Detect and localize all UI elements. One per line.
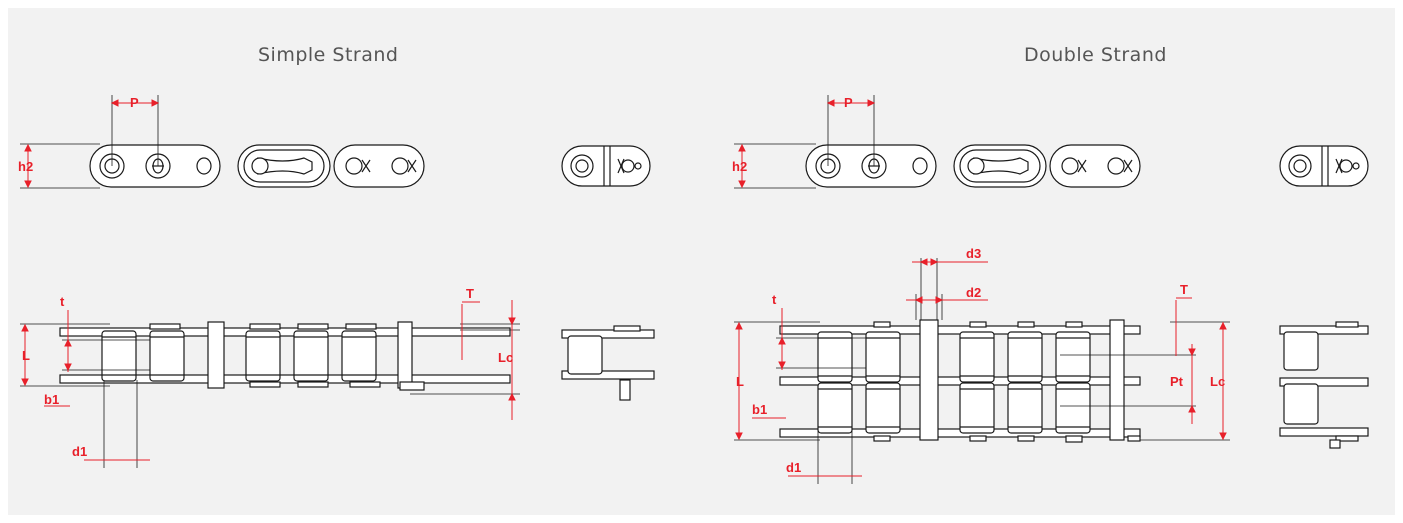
double-Pt-label: Pt [1170, 374, 1184, 389]
double-end-plan-view [1279, 321, 1369, 449]
simple-L-label: L [22, 348, 30, 363]
double-Lc-label: Lc [1210, 374, 1225, 389]
simple-end-view [561, 145, 651, 187]
double-b1-label: b1 [752, 402, 767, 417]
double-t-label: t [772, 292, 777, 307]
double-strand-title: Double Strand [1024, 44, 1167, 66]
simple-end-plan-view [561, 325, 655, 401]
simple-side-view [89, 144, 425, 188]
double-side-view [805, 144, 1141, 188]
simple-strand-title: Simple Strand [258, 44, 399, 66]
double-L-label: L [736, 374, 744, 389]
double-d2-label: d2 [966, 285, 981, 300]
simple-h2-label: h2 [18, 159, 33, 174]
simple-t-label: t [60, 294, 65, 309]
double-end-view [1279, 145, 1369, 187]
drawing-panel [8, 8, 1395, 515]
simple-b1-label: b1 [44, 392, 59, 407]
double-d1-label: d1 [786, 460, 801, 475]
simple-Lc-label: Lc [498, 350, 513, 365]
simple-pitch-label: P [130, 95, 139, 110]
double-pitch-label: P [844, 95, 853, 110]
double-h2-label: h2 [732, 159, 747, 174]
simple-plan-view [59, 321, 511, 391]
simple-T-label: T [466, 286, 474, 301]
double-plan-view [779, 319, 1141, 443]
simple-d1-label: d1 [72, 444, 87, 459]
double-T-label: T [1180, 282, 1188, 297]
double-d3-label: d3 [966, 246, 981, 261]
